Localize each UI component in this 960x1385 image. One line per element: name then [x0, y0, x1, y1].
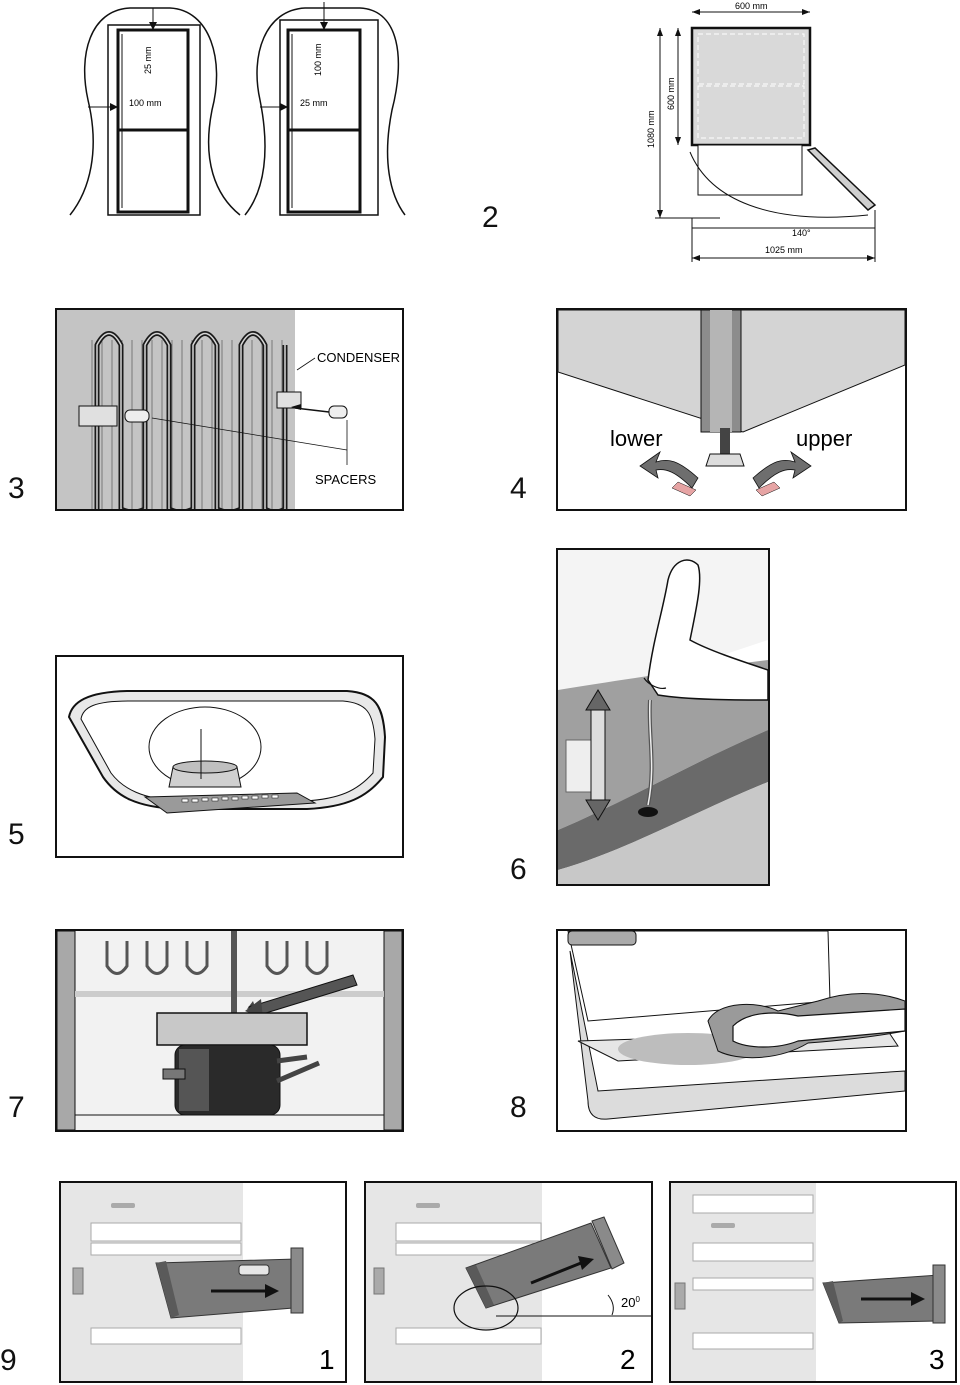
figure-8-drawing — [558, 931, 905, 1130]
figure-1-clearances: 25 mm 100 mm 100 mm 25 mm — [60, 0, 420, 225]
condenser-label: CONDENSER — [317, 350, 400, 365]
figure-9-step-2-panel: 200 2 — [364, 1181, 653, 1383]
figure-8-number: 8 — [510, 1091, 527, 1124]
figure-3-drawing: CONDENSER SPACERS — [57, 310, 402, 509]
figure-2-drawing: 600 mm 600 mm 1080 mm 140° 1025 mm — [646, 1, 877, 262]
figure-9-step-1-panel: 1 — [59, 1181, 347, 1383]
figure-3-panel: CONDENSER SPACERS — [55, 308, 404, 511]
gap-side-right-label: 25 mm — [300, 98, 328, 108]
figure-6-panel — [556, 548, 770, 886]
figure-2-dimensions: 600 mm 600 mm 1080 mm 140° 1025 mm — [630, 0, 890, 270]
figure-7-panel — [55, 929, 404, 1132]
figure-4-panel: lower upper — [556, 308, 907, 511]
figure-8-panel — [556, 929, 907, 1132]
width-top-label: 600 mm — [735, 1, 768, 11]
height-total-label: 1080 mm — [646, 110, 656, 148]
gap-top-left-label: 25 mm — [143, 46, 153, 74]
gap-top-right-label: 100 mm — [313, 43, 323, 76]
figure-6-drawing — [558, 550, 768, 884]
figure-3-number: 3 — [8, 472, 25, 505]
figure-9-number: 9 — [0, 1344, 17, 1377]
figure-5-drawing — [67, 690, 387, 814]
figure-9-step-2-drawing: 200 2 — [366, 1183, 651, 1381]
angle-value: 20 — [621, 1295, 635, 1310]
figure-6-number: 6 — [510, 853, 527, 886]
figure-5-panel — [55, 655, 404, 858]
figure-1-drawing: 25 mm 100 mm 100 mm 25 mm — [69, 2, 406, 216]
step-2-number: 2 — [620, 1344, 636, 1375]
figure-9-step-3-panel: 3 — [669, 1181, 957, 1383]
gap-side-left-label: 100 mm — [129, 98, 162, 108]
upper-arrow — [752, 450, 812, 497]
angle-unit: 0 — [635, 1295, 640, 1304]
spacers-label: SPACERS — [315, 472, 376, 487]
upper-label: upper — [796, 426, 852, 451]
figure-9-step-1-drawing: 1 — [61, 1183, 345, 1381]
angle-label: 200 — [621, 1295, 640, 1310]
depth-total-label: 1025 mm — [765, 245, 803, 255]
figure-2-number: 2 — [482, 201, 499, 234]
figure-4-drawing: lower upper — [558, 310, 905, 497]
figure-7-drawing — [57, 931, 402, 1130]
depth-side-label: 600 mm — [666, 77, 676, 110]
lower-arrow — [639, 450, 699, 497]
figure-5-number: 5 — [8, 818, 25, 851]
step-1-number: 1 — [319, 1344, 335, 1375]
lower-label: lower — [610, 426, 663, 451]
up-down-arrow — [585, 689, 611, 821]
figure-4-number: 4 — [510, 472, 527, 505]
step-3-number: 3 — [929, 1344, 945, 1375]
figure-7-number: 7 — [8, 1091, 25, 1124]
door-angle-label: 140° — [792, 228, 811, 238]
figure-9-step-3-drawing: 3 — [671, 1183, 955, 1381]
